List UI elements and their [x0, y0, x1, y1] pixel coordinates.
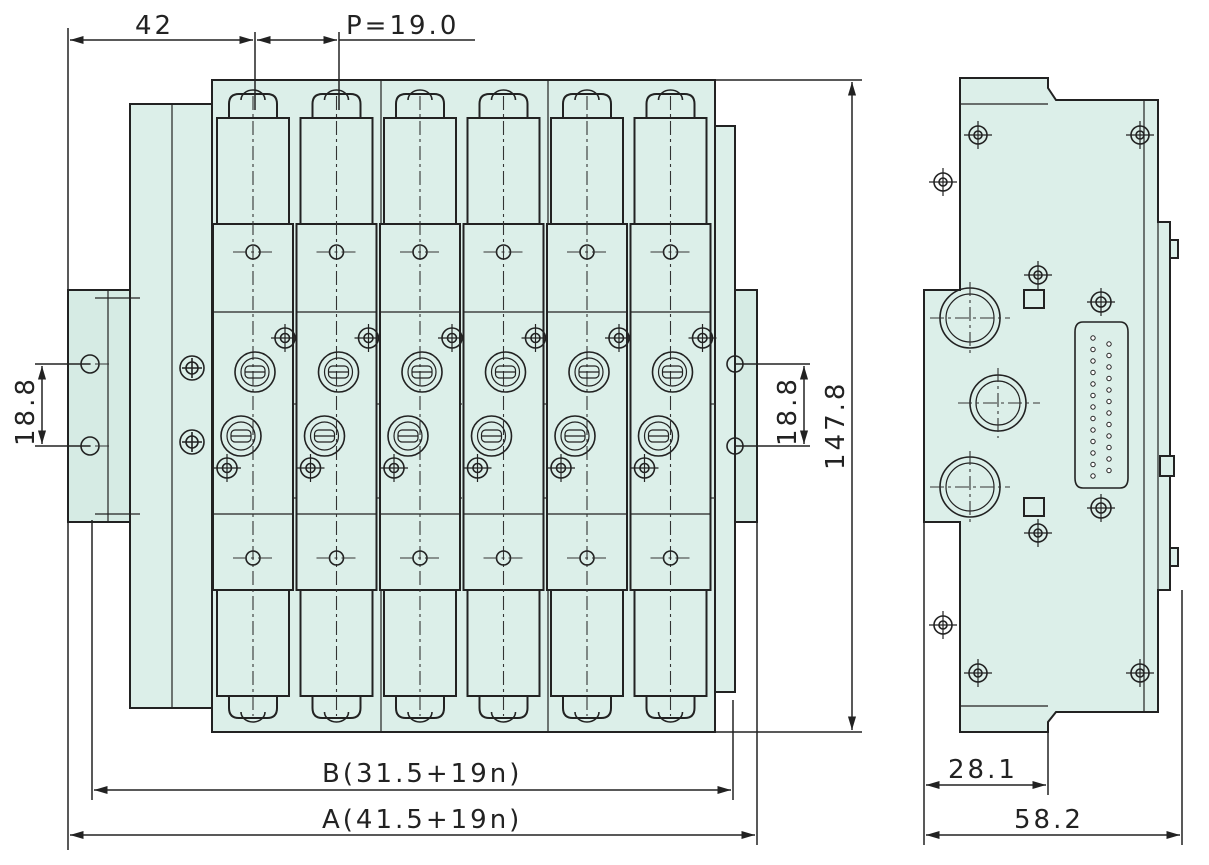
valve-5: [546, 89, 633, 723]
front-view-dimensions: 42 P=19.0 18.8 18.8 147.8 B(31.5+19n) A(…: [11, 11, 862, 850]
dim-58-2: 58.2: [1014, 805, 1084, 835]
right-end-plate: [714, 125, 736, 693]
side-view: [923, 77, 1179, 733]
valve-3: [379, 89, 466, 723]
left-end-plate: [129, 103, 213, 709]
side-view-dimensions: 28.1 58.2: [923, 522, 1183, 845]
dsub-connector: [1074, 288, 1129, 522]
valve-2: [295, 89, 383, 723]
side-screws: [929, 121, 1154, 687]
valve-stack: [212, 89, 717, 723]
dim-length-a: A(41.5+19n): [322, 805, 522, 835]
left-mounting-flange: [67, 289, 131, 523]
valve-4: [462, 89, 550, 723]
dim-42: 42: [135, 11, 174, 41]
dim-pitch: P=19.0: [346, 11, 459, 41]
dim-18-8-right: 18.8: [773, 376, 803, 446]
end-plate-screw-top: [179, 355, 205, 381]
side-ports: [930, 282, 1040, 523]
dim-147-8: 147.8: [821, 381, 851, 470]
dim-18-8-left: 18.8: [11, 376, 41, 446]
front-view: [67, 79, 758, 733]
dim-length-b: B(31.5+19n): [322, 759, 522, 789]
side-body: [923, 77, 1171, 733]
end-plate-screw-bottom: [179, 429, 205, 455]
valve-6: [629, 89, 717, 723]
valve-1: [212, 89, 299, 723]
dim-28-1: 28.1: [948, 755, 1018, 785]
